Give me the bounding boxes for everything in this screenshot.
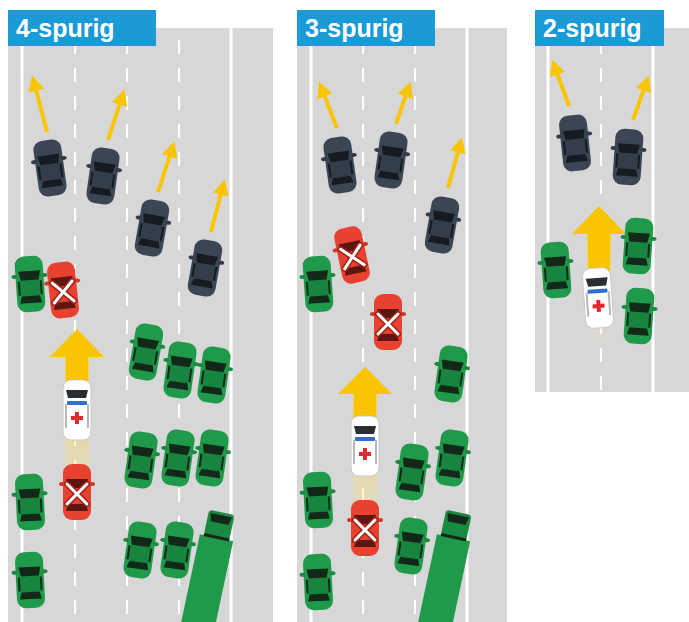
direction-arrow bbox=[323, 92, 337, 128]
waiting-car bbox=[430, 428, 473, 488]
edge-line bbox=[21, 28, 24, 622]
lane-count-label: 3-spurig bbox=[297, 10, 435, 46]
direction-arrow bbox=[211, 190, 222, 232]
wrong-car bbox=[59, 464, 95, 520]
waiting-car bbox=[119, 430, 162, 490]
waiting-car bbox=[190, 428, 233, 488]
passing-car bbox=[182, 237, 227, 298]
ambulance bbox=[63, 380, 91, 440]
passing-car bbox=[419, 194, 464, 255]
passing-car bbox=[608, 128, 648, 186]
passing-car bbox=[369, 130, 412, 190]
waiting-car bbox=[158, 340, 201, 400]
label-text: 2-spurig bbox=[543, 13, 656, 43]
waiting-truck bbox=[171, 509, 239, 622]
waiting-car bbox=[118, 520, 161, 580]
direction-arrow bbox=[108, 100, 121, 140]
road-surface bbox=[297, 28, 507, 622]
corridor-arrow bbox=[572, 206, 626, 234]
waiting-car bbox=[389, 516, 432, 576]
waiting-car bbox=[429, 344, 472, 404]
wrong-car bbox=[329, 224, 376, 286]
waiting-truck bbox=[408, 509, 476, 622]
direction-arrow bbox=[556, 70, 569, 106]
passing-car bbox=[554, 113, 596, 172]
wrong-car bbox=[347, 500, 383, 556]
direction-arrow bbox=[633, 86, 645, 120]
label-text: 4-spurig bbox=[16, 13, 148, 43]
corridor-arrow bbox=[50, 329, 104, 357]
lane-count-label: 2-spurig bbox=[535, 10, 664, 46]
ambulance bbox=[351, 416, 379, 476]
waiting-car bbox=[299, 471, 338, 529]
wrong-car bbox=[42, 260, 84, 319]
passing-car bbox=[28, 138, 71, 198]
lane-marking bbox=[126, 40, 128, 622]
road-surface bbox=[8, 28, 273, 622]
waiting-car bbox=[536, 241, 576, 299]
edge-line bbox=[310, 28, 313, 622]
wrong-car bbox=[370, 294, 406, 350]
direction-arrow bbox=[158, 152, 171, 192]
direction-arrow bbox=[35, 86, 47, 132]
waiting-car bbox=[11, 473, 50, 531]
waiting-car bbox=[619, 287, 659, 345]
waiting-car bbox=[11, 551, 50, 609]
waiting-car bbox=[156, 428, 199, 488]
waiting-car bbox=[299, 553, 338, 611]
road-surface bbox=[535, 28, 689, 392]
waiting-car bbox=[10, 255, 50, 313]
ambulance bbox=[582, 267, 614, 329]
direction-arrow bbox=[448, 148, 459, 188]
lane-count-label: 4-spurig bbox=[8, 10, 156, 46]
waiting-car bbox=[298, 255, 338, 313]
waiting-car bbox=[618, 217, 658, 275]
passing-car bbox=[318, 135, 361, 195]
passing-car bbox=[81, 146, 124, 206]
waiting-car bbox=[390, 442, 433, 502]
waiting-car bbox=[123, 321, 168, 382]
corridor-arrow bbox=[588, 232, 610, 272]
direction-arrow bbox=[396, 92, 407, 124]
edge-line bbox=[547, 28, 550, 392]
edge-line bbox=[652, 28, 655, 392]
waiting-car bbox=[192, 345, 235, 405]
label-text: 3-spurig bbox=[305, 13, 427, 43]
passing-car bbox=[129, 197, 174, 258]
corridor-arrow bbox=[338, 367, 392, 394]
